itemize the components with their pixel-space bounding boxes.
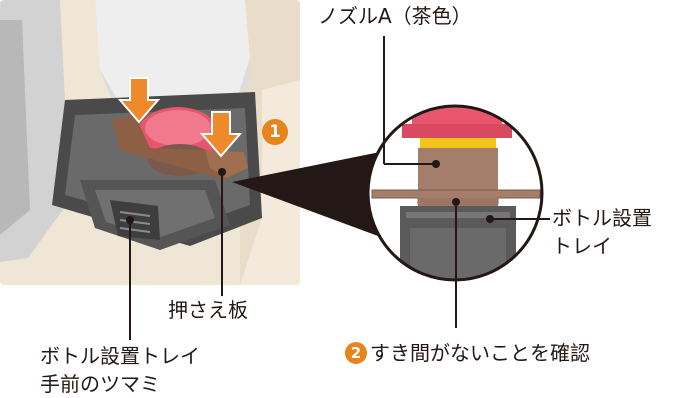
bottle-tray-label: ボトル設置 トレイ (552, 204, 652, 260)
down-arrow-icon (199, 111, 243, 158)
nozzle-a (418, 148, 498, 194)
bottle-tray-label-line1: ボトル設置 (552, 206, 652, 230)
pressure-plate-label: 押さえ板 (168, 298, 248, 322)
nozzle-label: ノズルA（茶色） (318, 4, 472, 28)
tray-knob-label-line1: ボトル設置トレイ (40, 344, 200, 368)
zoom-wedge (232, 152, 380, 236)
gap-check-text: すき間がないことを確認 (370, 341, 590, 365)
tray-knob-label-line2: 手前のツマミ (40, 372, 160, 396)
leader-lines (129, 36, 550, 340)
leader-dots (126, 160, 494, 224)
tray-knob (110, 200, 160, 240)
machine-photo (0, 0, 300, 285)
step-2-badge: 2 (345, 342, 367, 364)
step-1-badge: 1 (262, 119, 288, 145)
bottle-tray-label-line2: トレイ (552, 234, 612, 258)
down-arrow-icon (117, 77, 161, 124)
yellow-ring (420, 138, 496, 148)
tray-knob-label: ボトル設置トレイ 手前のツマミ (40, 342, 200, 398)
